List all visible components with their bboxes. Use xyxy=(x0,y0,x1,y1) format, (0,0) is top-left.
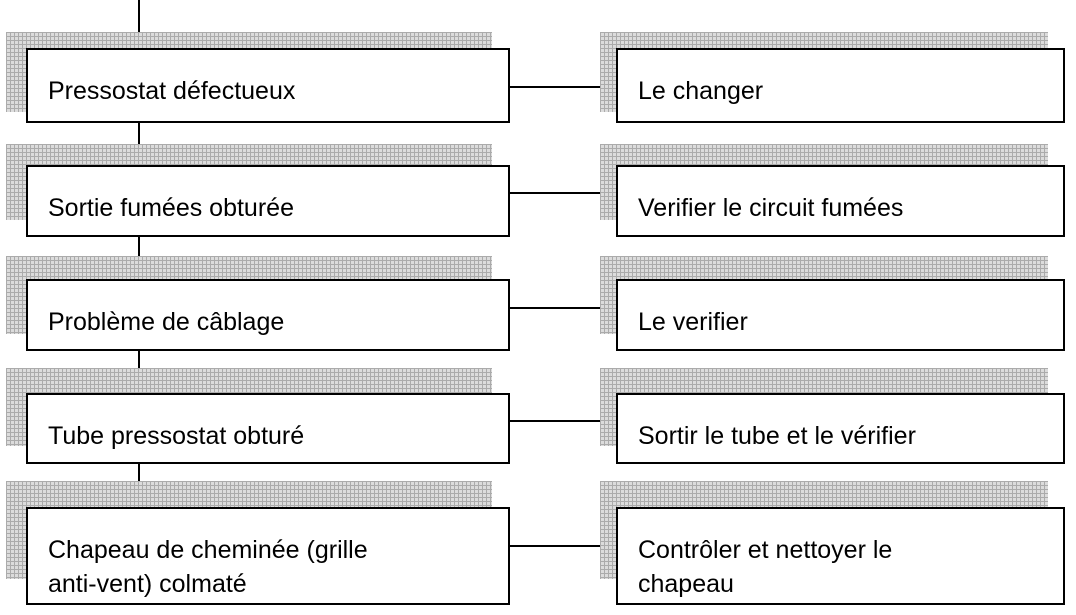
cause-box-1: Pressostat défectueux xyxy=(26,48,510,123)
action-box-4: Sortir le tube et le vérifier xyxy=(616,393,1065,464)
action-box-1: Le changer xyxy=(616,48,1065,123)
action-box-3: Le verifier xyxy=(616,279,1065,351)
cause-box-3: Problème de câblage xyxy=(26,279,510,351)
cause-box-4: Tube pressostat obturé xyxy=(26,393,510,464)
cause-box-2: Sortie fumées obturée xyxy=(26,165,510,237)
action-box-5: Contrôler et nettoyer le chapeau xyxy=(616,507,1065,605)
action-box-2: Verifier le circuit fumées xyxy=(616,165,1065,237)
cause-box-5: Chapeau de cheminée (grille anti-vent) c… xyxy=(26,507,510,605)
